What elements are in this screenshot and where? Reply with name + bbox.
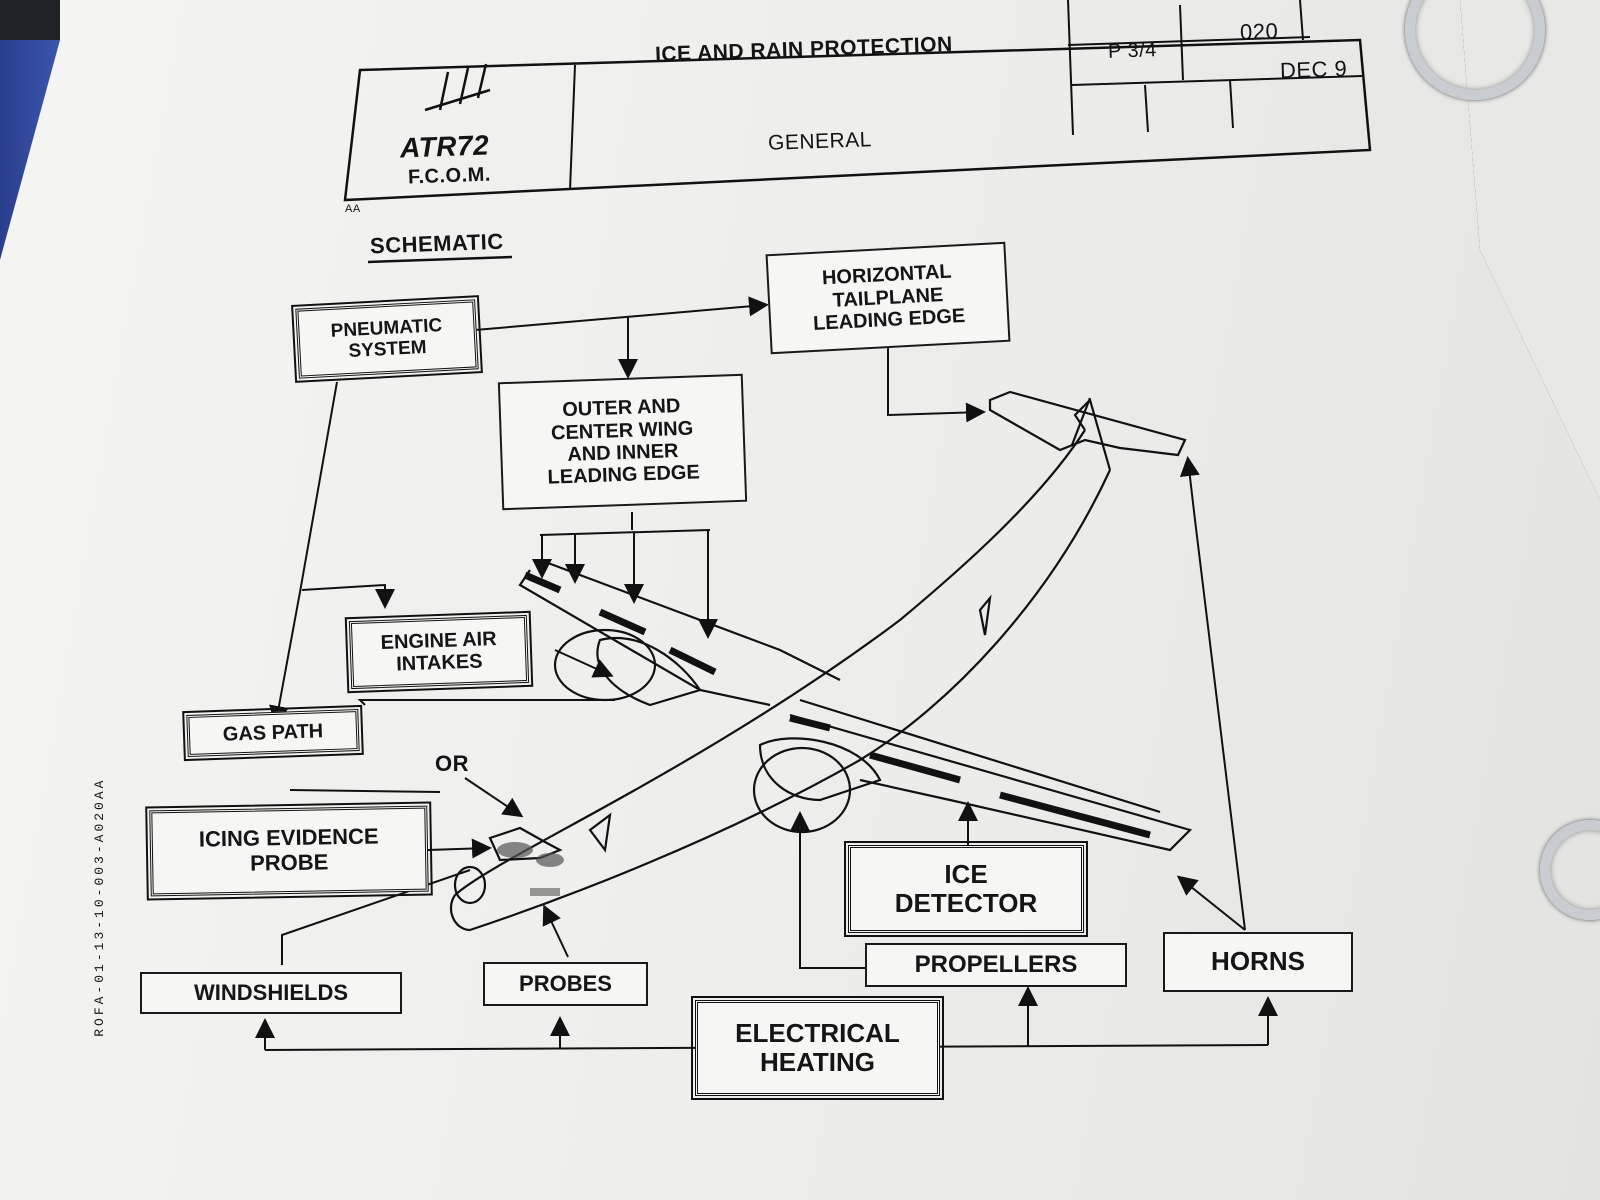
- tailplane-box: HORIZONTAL TAILPLANE LEADING EDGE: [765, 241, 1011, 355]
- figure-reference: ROFA-01-13-10-003-A020AA: [91, 777, 107, 1037]
- document-subtitle: GENERAL: [767, 128, 873, 155]
- page-reference: P 3/4: [1107, 39, 1158, 63]
- probes-box: PROBES: [483, 962, 648, 1006]
- horns-box: HORNS: [1163, 932, 1353, 992]
- icing-evidence-probe-box: ICING EVIDENCE PROBE: [145, 801, 433, 901]
- binder-ring-bottom: [1540, 820, 1600, 920]
- propellers-label: PROPELLERS: [914, 950, 1078, 978]
- pneumatic-system-box: PNEUMATIC SYSTEM: [291, 294, 483, 384]
- windshields-box: WINDSHIELDS: [140, 972, 402, 1014]
- icing-evidence-probe-label: ICING EVIDENCE PROBE: [198, 823, 379, 876]
- binder-ring-top: [1405, 0, 1545, 100]
- revision-date: DEC 9: [1279, 55, 1348, 84]
- engine-air-intakes-box: ENGINE AIR INTAKES: [344, 610, 534, 694]
- horns-label: HORNS: [1211, 946, 1305, 977]
- probes-label: PROBES: [519, 970, 612, 996]
- ice-detector-box: ICE DETECTOR: [844, 841, 1088, 937]
- manual-name: F.C.O.M.: [407, 163, 492, 189]
- logo-text: ATR72: [399, 129, 490, 164]
- engine-air-intakes-label: ENGINE AIR INTAKES: [380, 627, 497, 676]
- propellers-box: PROPELLERS: [865, 943, 1127, 987]
- wing-leading-edge-box: OUTER AND CENTER WING AND INNER LEADING …: [497, 373, 748, 511]
- ice-detector-label: ICE DETECTOR: [894, 858, 1038, 918]
- wing-leading-edge-label: OUTER AND CENTER WING AND INNER LEADING …: [547, 395, 701, 490]
- tailplane-label: HORIZONTAL TAILPLANE LEADING EDGE: [812, 261, 966, 336]
- electrical-heating-box: ELECTRICAL HEATING: [691, 996, 944, 1100]
- gas-path-box: GAS PATH: [182, 704, 364, 762]
- electrical-heating-label: ELECTRICAL HEATING: [735, 1017, 900, 1077]
- gas-path-label: GAS PATH: [222, 720, 324, 746]
- windshields-label: WINDSHIELDS: [194, 979, 348, 1005]
- or-label: OR: [435, 751, 469, 776]
- section-title: SCHEMATIC: [369, 228, 505, 259]
- section-number: 020: [1239, 18, 1279, 45]
- corner-mark: AA: [345, 203, 361, 215]
- pneumatic-system-label: PNEUMATIC SYSTEM: [330, 314, 443, 363]
